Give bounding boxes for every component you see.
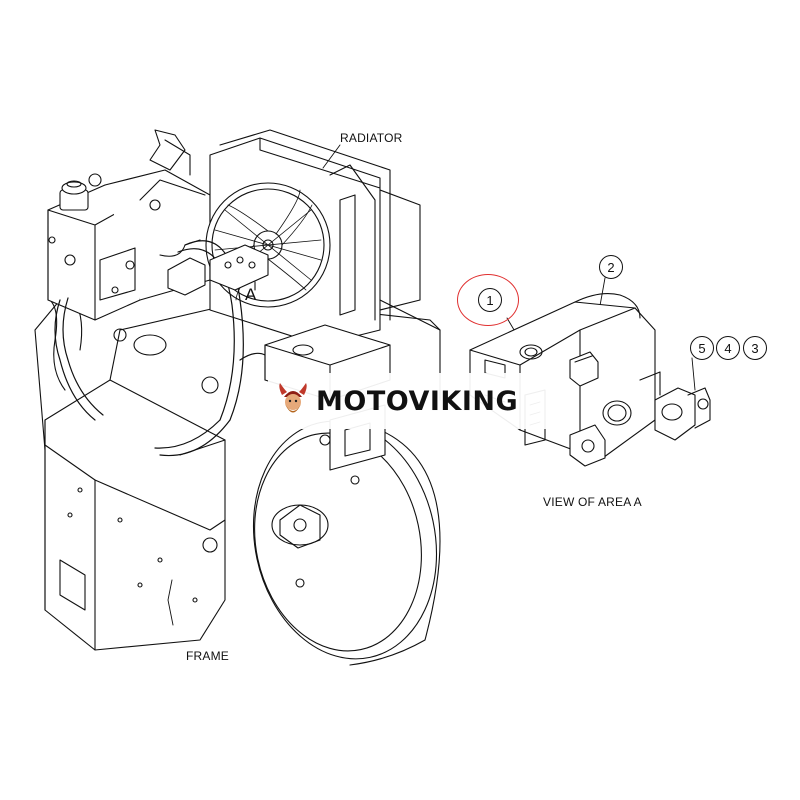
watermark-text: MOTOVIKING <box>316 385 519 417</box>
drum-wheel <box>252 420 441 666</box>
frame-label: FRAME <box>186 649 229 663</box>
callout-4: 4 <box>716 336 740 360</box>
area-a-marker: A <box>245 285 257 304</box>
highlight-ring <box>457 274 519 326</box>
callout-3: 3 <box>743 336 767 360</box>
viking-head-icon <box>279 383 307 413</box>
hoses <box>54 240 266 457</box>
radiator-label: RADIATOR <box>340 131 403 145</box>
view-caption: VIEW OF AREA A <box>543 495 642 509</box>
callout-2: 2 <box>599 255 623 279</box>
watermark: MOTOVIKING <box>268 373 546 429</box>
callout-5: 5 <box>690 336 714 360</box>
callout-1: 1 <box>478 288 502 312</box>
area-a-pump-location <box>167 244 269 296</box>
